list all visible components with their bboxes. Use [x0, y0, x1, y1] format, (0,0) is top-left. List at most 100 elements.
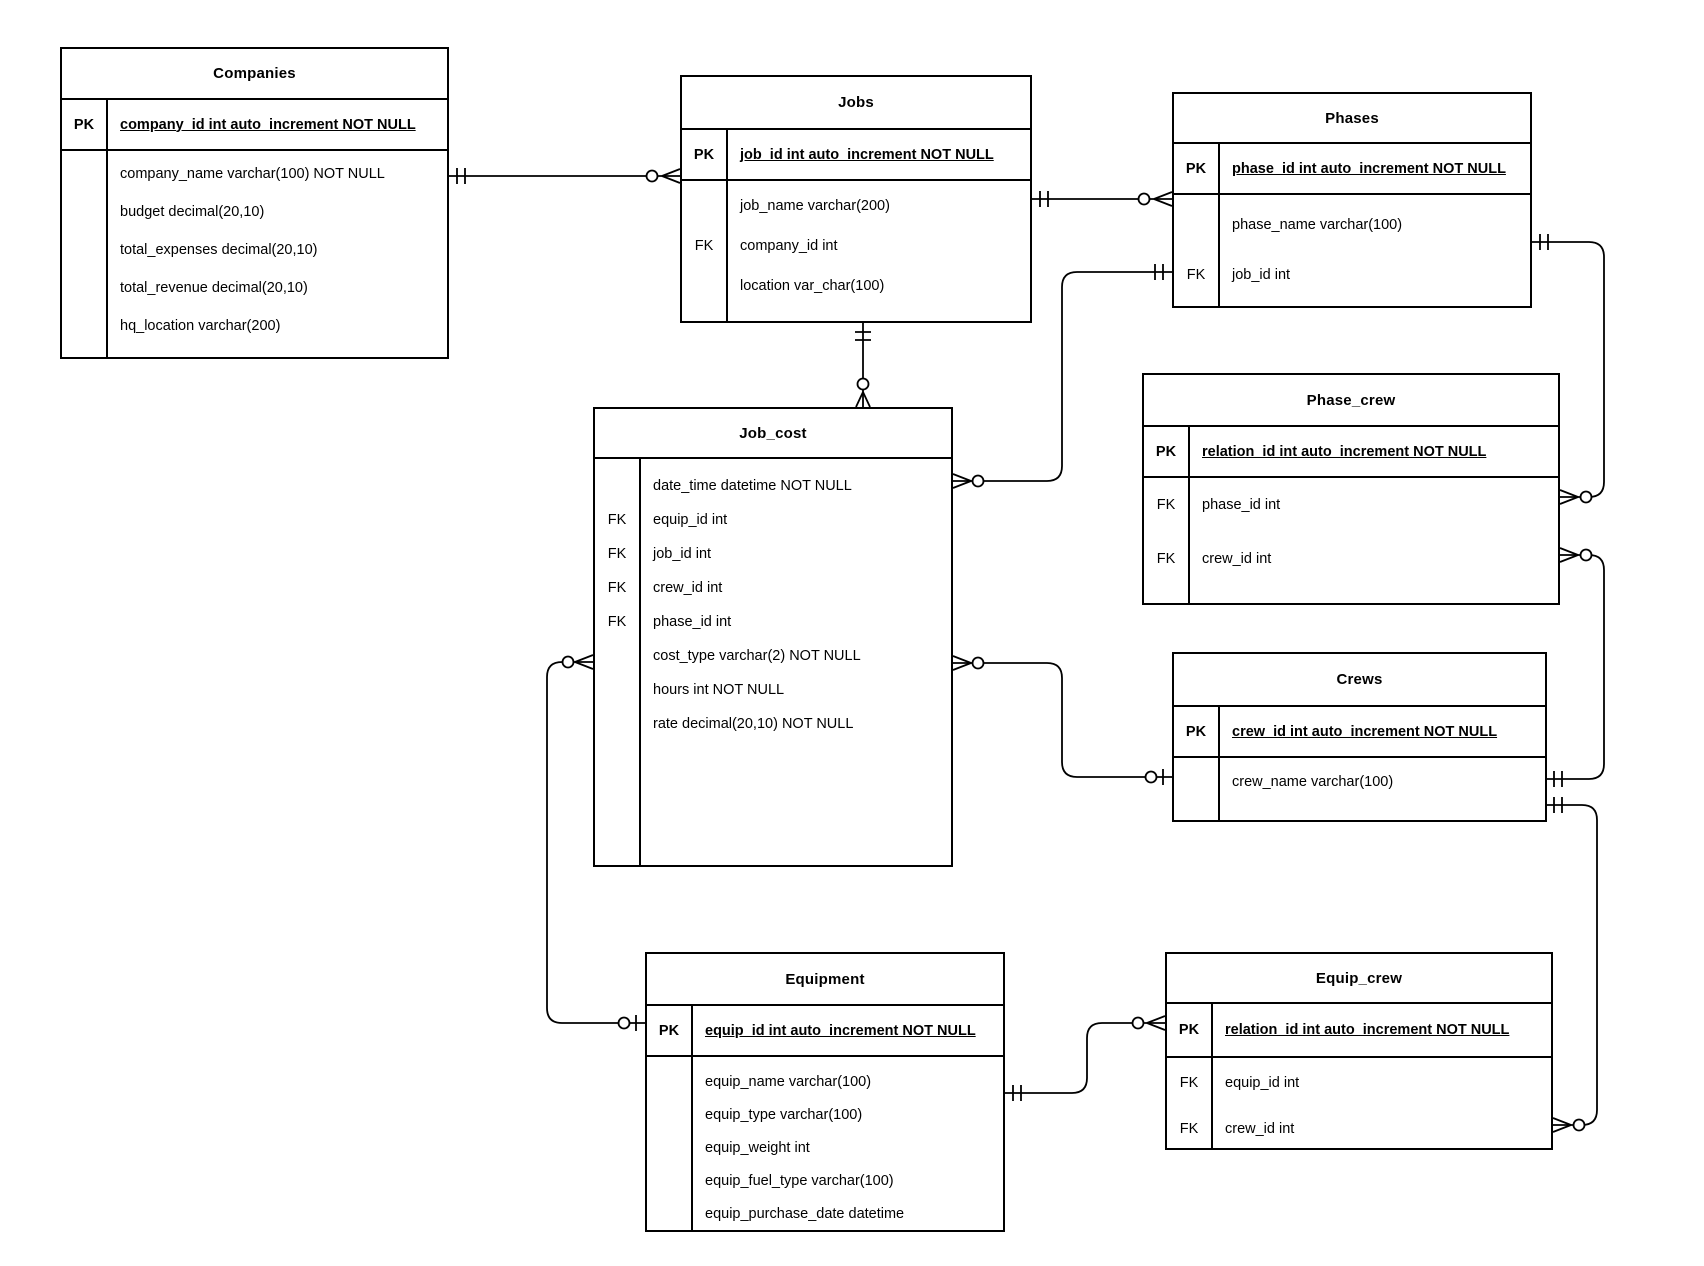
field-cell: relation_id int auto_increment NOT NULL	[1225, 1022, 1510, 1038]
table-row: FK crew_id int	[1167, 1106, 1551, 1148]
field-cell: phase_name varchar(100)	[1232, 217, 1403, 233]
field-cell: job_id int	[1232, 267, 1291, 283]
table-row: hq_location varchar(200)	[62, 307, 447, 345]
key-cell: PK	[1185, 160, 1207, 177]
table-row: FK equip_id int	[595, 503, 951, 537]
table-row: equip_purchase_date datetime	[647, 1197, 1003, 1230]
entity-rows: date_time datetime NOT NULL FK equip_id in…	[595, 469, 951, 741]
entity-rows: PK crew_id int auto_increment NOT NULL cre…	[1174, 707, 1545, 806]
field-cell: crew_id int	[653, 580, 723, 596]
key-cell: FK	[1156, 551, 1176, 567]
entity-body: PK equip_id int auto_increment NOT NULL eq…	[647, 1006, 1003, 1230]
field-cell: equip_id int auto_increment NOT NULL	[705, 1022, 976, 1039]
primary-key-row: PK equip_id int auto_increment NOT NULL	[647, 1006, 1003, 1057]
field-cell: relation_id int auto_increment NOT NULL	[1202, 443, 1487, 460]
primary-key-row: PK crew_id int auto_increment NOT NULL	[1174, 707, 1545, 758]
key-cell: FK	[1156, 497, 1176, 513]
field-cell: crew_id int	[1202, 551, 1272, 567]
primary-key-row: PK phase_id int auto_increment NOT NULL	[1174, 144, 1530, 195]
field-cell: equip_type varchar(100)	[705, 1106, 863, 1123]
key-cell: PK	[73, 116, 95, 133]
table-row: rate decimal(20,10) NOT NULL	[595, 707, 951, 741]
primary-key-row: PK relation_id int auto_increment NOT NUL…	[1167, 1004, 1551, 1058]
table-row: FK company_id int	[682, 226, 1030, 266]
field-cell: equip_id int	[653, 512, 728, 528]
connector-crews-equip-crew[interactable]	[1547, 797, 1598, 1133]
table-row: phase_name varchar(100)	[1174, 200, 1530, 250]
field-cell: equip_weight int	[705, 1139, 810, 1156]
entity-job-cost[interactable]: Job_cost date_time datetime NOT NULL FK eq…	[593, 407, 953, 867]
table-row: cost_type varchar(2) NOT NULL	[595, 639, 951, 673]
entity-rows: PK phase_id int auto_increment NOT NULL ph…	[1174, 144, 1530, 300]
entity-body: PK phase_id int auto_increment NOT NULL ph…	[1174, 144, 1530, 306]
key-cell: FK	[1179, 1121, 1199, 1137]
connector-jobs-phases[interactable]	[1032, 191, 1173, 207]
entity-rows: PK relation_id int auto_increment NOT NUL…	[1144, 427, 1558, 586]
field-cell: total_revenue decimal(20,10)	[120, 280, 308, 296]
table-row: equip_name varchar(100)	[647, 1065, 1003, 1098]
primary-key-row: PK relation_id int auto_increment NOT NUL…	[1144, 427, 1558, 478]
connector-jobs-job-cost[interactable]	[855, 323, 871, 408]
connector-companies-jobs[interactable]	[449, 168, 681, 184]
table-row: FK crew_id int	[1144, 532, 1558, 586]
key-cell: PK	[693, 146, 715, 163]
entity-phase-crew[interactable]: Phase_crew PK relation_id int auto_increm…	[1142, 373, 1560, 605]
key-cell: PK	[1185, 723, 1207, 740]
field-cell: company_name varchar(100) NOT NULL	[120, 166, 385, 182]
entity-equip-crew[interactable]: Equip_crew PK relation_id int auto_increm…	[1165, 952, 1553, 1150]
field-cell: equip_purchase_date datetime	[705, 1205, 905, 1222]
table-row: total_revenue decimal(20,10)	[62, 269, 447, 307]
field-cell: cost_type varchar(2) NOT NULL	[653, 648, 861, 664]
field-cell: hours int NOT NULL	[653, 682, 785, 698]
connector-job-cost-crews[interactable]	[952, 655, 1172, 785]
entity-title: Job_cost	[595, 409, 951, 459]
entity-rows: PK relation_id int auto_increment NOT NUL…	[1167, 1004, 1551, 1148]
field-cell: company_id int	[740, 238, 838, 254]
connector-equipment-equip-crew[interactable]	[1005, 1015, 1166, 1101]
table-row: location var_char(100)	[682, 266, 1030, 306]
field-cell: budget decimal(20,10)	[120, 204, 265, 220]
table-row: job_name varchar(200)	[682, 186, 1030, 226]
table-row: company_name varchar(100) NOT NULL	[62, 155, 447, 193]
field-cell: crew_id int	[1225, 1121, 1295, 1137]
field-cell: equip_fuel_type varchar(100)	[705, 1172, 894, 1189]
field-cell: job_name varchar(200)	[740, 198, 890, 214]
key-cell: FK	[1179, 1075, 1199, 1091]
table-row: crew_name varchar(100)	[1174, 758, 1545, 806]
table-row: date_time datetime NOT NULL	[595, 469, 951, 503]
key-cell: FK	[607, 580, 627, 596]
field-cell: location var_char(100)	[740, 278, 885, 294]
entity-title: Equip_crew	[1167, 954, 1551, 1004]
field-cell: crew_id int auto_increment NOT NULL	[1232, 723, 1498, 740]
field-cell: phase_id int auto_increment NOT NULL	[1232, 160, 1506, 177]
field-cell: crew_name varchar(100)	[1232, 774, 1394, 790]
field-cell: total_expenses decimal(20,10)	[120, 242, 318, 258]
entity-body: date_time datetime NOT NULL FK equip_id in…	[595, 459, 951, 865]
entity-rows: PK equip_id int auto_increment NOT NULL eq…	[647, 1006, 1003, 1230]
key-cell: FK	[607, 512, 627, 528]
entity-title: Jobs	[682, 77, 1030, 130]
key-cell: PK	[1178, 1022, 1200, 1038]
key-cell: PK	[658, 1022, 680, 1039]
field-cell: phase_id int	[1202, 497, 1281, 513]
table-row: hours int NOT NULL	[595, 673, 951, 707]
key-cell: PK	[1155, 443, 1177, 460]
key-cell: FK	[694, 238, 714, 254]
table-row: budget decimal(20,10)	[62, 193, 447, 231]
entity-title: Phase_crew	[1144, 375, 1558, 427]
entity-body: PK crew_id int auto_increment NOT NULL cre…	[1174, 707, 1545, 820]
